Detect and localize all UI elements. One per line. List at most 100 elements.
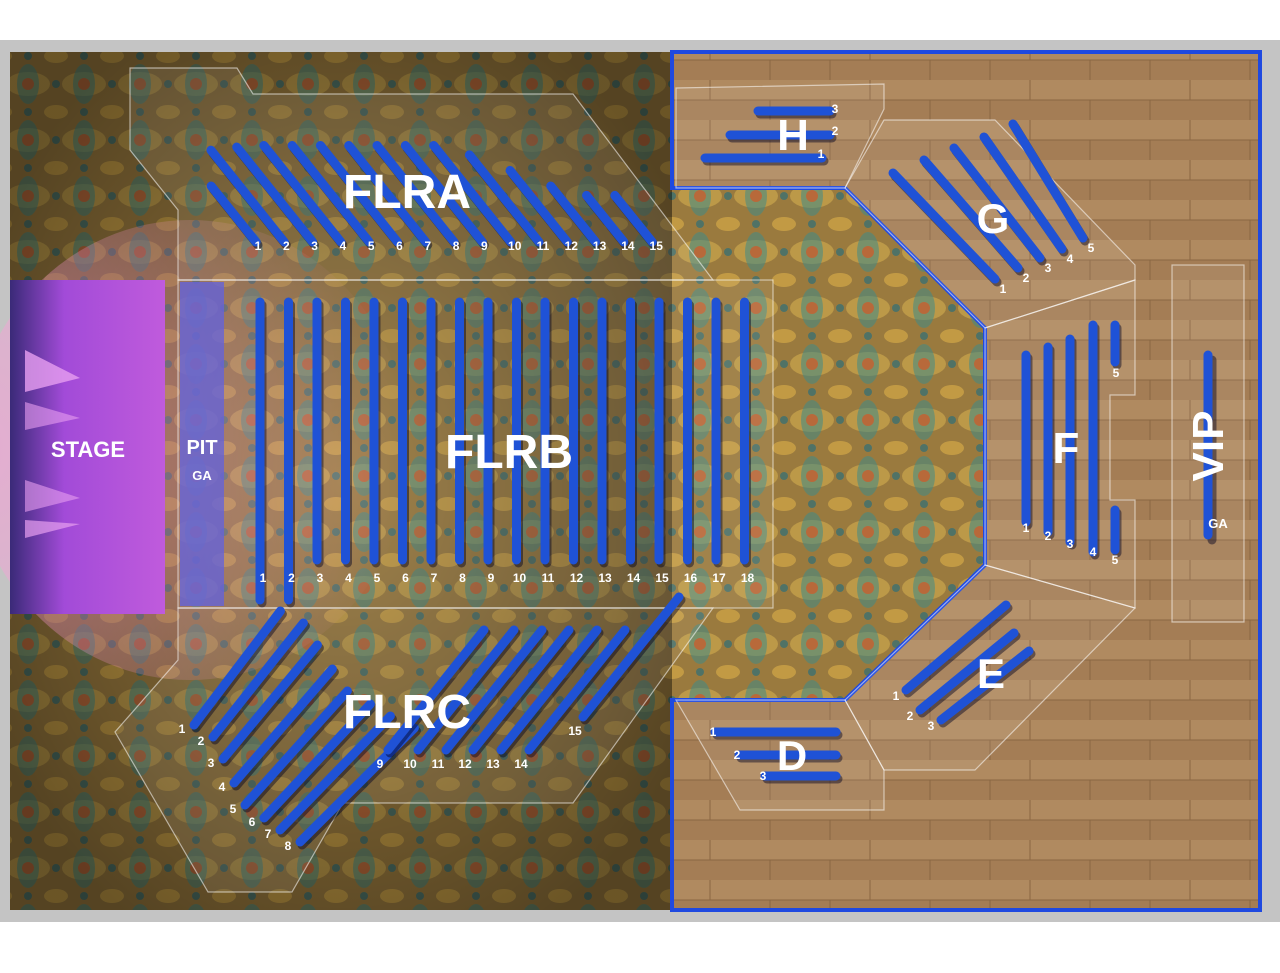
section-flra-row-label: 11 [537, 239, 550, 253]
section-flrb-row-label: 17 [712, 571, 726, 585]
section-flrc-row-label: 8 [285, 839, 292, 853]
section-flrb-row-label: 14 [627, 571, 641, 585]
section-g-row-2[interactable] [919, 155, 1023, 273]
stage-area: STAGE [10, 280, 165, 614]
vip-label: VIP [1184, 411, 1233, 482]
section-flrc-row-5[interactable] [240, 686, 352, 810]
section-flra-row-label: 12 [565, 239, 579, 253]
section-f-row-label: 2 [1045, 529, 1052, 543]
section-g-row-4[interactable] [979, 132, 1067, 254]
section-flrb-row-label: 18 [741, 571, 755, 585]
section-g-row-5[interactable] [1008, 119, 1088, 243]
section-flrc-row-13[interactable] [496, 625, 602, 755]
rows-layer [189, 106, 1122, 850]
section-flrc-row-12[interactable] [468, 625, 574, 755]
section-flra-row-9[interactable] [400, 140, 487, 247]
section-flrb-label: FLRB [445, 426, 573, 479]
section-flrc-label: FLRC [343, 686, 471, 739]
section-flrc-row-4[interactable] [229, 664, 337, 788]
section-flrc-row-15[interactable] [578, 592, 684, 722]
section-flrc-row-2[interactable] [208, 618, 308, 742]
vip-ga-label: GA [1208, 516, 1228, 531]
section-flra-row-label: 7 [424, 239, 431, 253]
section-flra-row-label: 10 [508, 239, 522, 253]
section-flra-label: FLRA [343, 166, 471, 219]
section-flra-row-1[interactable] [206, 181, 261, 247]
section-flra-row-label: 9 [481, 239, 488, 253]
section-flra-row-10[interactable] [429, 140, 516, 247]
section-flra-row-14[interactable] [582, 190, 629, 247]
section-flra-row-7[interactable] [344, 140, 431, 247]
section-flra-row-label: 3 [311, 239, 318, 253]
section-g-label: G [977, 195, 1010, 242]
section-flrb-row-label: 5 [374, 571, 381, 585]
section-flra-row-12[interactable] [505, 165, 572, 247]
section-flra-row-2[interactable] [206, 145, 289, 247]
section-flrb-row-label: 1 [260, 571, 267, 585]
section-flra-row-label: 13 [593, 239, 607, 253]
section-flrb-outline [177, 279, 774, 609]
section-flrc-row-11[interactable] [441, 625, 547, 755]
section-g-row-3[interactable] [949, 143, 1045, 263]
section-f-row-label: 5 [1113, 366, 1120, 380]
section-flra-row-3[interactable] [232, 142, 318, 247]
section-flra-row-5[interactable] [287, 140, 374, 247]
section-h-label: H [777, 111, 809, 160]
section-g-row-label: 5 [1088, 241, 1095, 255]
section-flrc-row-14[interactable] [524, 625, 630, 755]
section-flra-row-6[interactable] [315, 140, 402, 247]
section-flra-row-11[interactable] [464, 150, 544, 247]
section-flrb-row-label: 16 [684, 571, 698, 585]
section-d-label: D [777, 732, 807, 779]
section-flrb-row-label: 2 [288, 571, 295, 585]
section-flrc-row-7[interactable] [275, 711, 395, 835]
section-d-row-label: 2 [734, 748, 741, 762]
section-f-row-label: 1 [1023, 521, 1030, 535]
section-h-row-label: 1 [818, 147, 825, 161]
section-f-row-label: 5 [1112, 553, 1119, 567]
pit-label: PIT [186, 437, 217, 459]
section-flra-row-4[interactable] [259, 140, 346, 247]
section-f-label: F [1053, 424, 1080, 473]
section-flrc-row-9[interactable] [383, 625, 489, 755]
section-flrb-row-label: 15 [655, 571, 669, 585]
stage-label: STAGE [51, 437, 125, 462]
section-flrb-row-label: 13 [598, 571, 612, 585]
section-flrc-row-label: 4 [219, 780, 226, 794]
section-f-row-label: 4 [1090, 545, 1097, 559]
section-flra-row-label: 4 [340, 239, 347, 253]
section-flrc-row-label: 12 [458, 757, 472, 771]
section-flra-row-15[interactable] [610, 190, 657, 247]
section-flra-row-label: 1 [255, 239, 262, 253]
section-flrc-row-label: 2 [198, 734, 205, 748]
section-flra-row-13[interactable] [546, 181, 601, 247]
section-flrb-row-label: 8 [459, 571, 466, 585]
section-g-row-label: 4 [1067, 252, 1074, 266]
section-flrc-row-label: 10 [403, 757, 417, 771]
section-flrc-row-3[interactable] [218, 640, 322, 764]
pit-ga-area[interactable]: PIT GA [180, 282, 224, 606]
carpet-floor-center [672, 188, 985, 700]
section-h-row-label: 2 [832, 124, 839, 138]
section-g-row-label: 1 [1000, 282, 1007, 296]
section-flrb-row-label: 9 [488, 571, 495, 585]
section-flrc-row-10[interactable] [413, 625, 519, 755]
section-flrc-row-label: 15 [568, 724, 582, 738]
section-e-row-1[interactable] [901, 600, 1011, 695]
section-g-row-label: 2 [1023, 271, 1030, 285]
section-flra-row-8[interactable] [372, 140, 459, 247]
section-flra-row-label: 14 [621, 239, 635, 253]
section-g-row-label: 3 [1045, 261, 1052, 275]
section-flra-row-label: 2 [283, 239, 290, 253]
section-flrc-row-label: 3 [208, 756, 215, 770]
section-flrc-row-6[interactable] [259, 699, 375, 823]
section-g-row-1[interactable] [888, 168, 1000, 284]
vip-ga-area[interactable]: VIP GA [1184, 350, 1233, 545]
section-flrc-row-label: 13 [486, 757, 500, 771]
section-e-row-2[interactable] [915, 628, 1019, 715]
section-flrb-row-label: 11 [542, 571, 555, 585]
section-flrc-row-1[interactable] [189, 606, 285, 730]
section-e-row-3[interactable] [936, 646, 1034, 725]
section-flrc-row-label: 6 [249, 815, 256, 829]
